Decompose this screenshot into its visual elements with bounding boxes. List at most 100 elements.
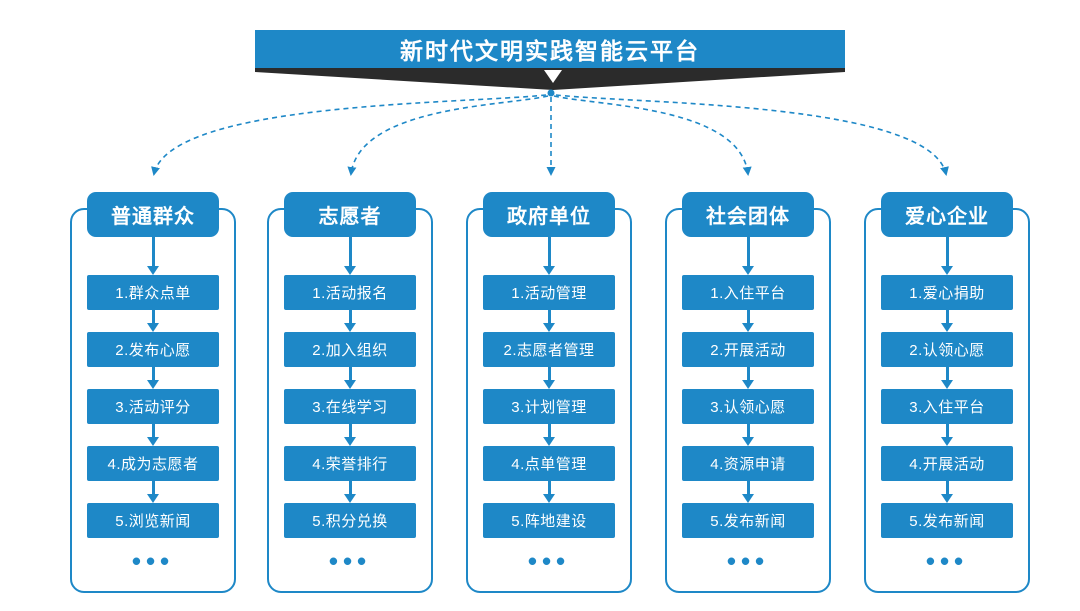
page-title-banner: 新时代文明实践智能云平台 <box>255 30 845 68</box>
arrow-stem <box>746 367 750 380</box>
down-arrow-icon <box>543 310 555 332</box>
arrow-stem <box>945 310 949 323</box>
flow-step: 1.群众点单 <box>87 275 219 310</box>
column-header: 社会团体 <box>682 192 814 237</box>
flow-step: 2.发布心愿 <box>87 332 219 367</box>
down-arrow-icon <box>941 237 953 275</box>
flow-step: 3.计划管理 <box>483 389 615 424</box>
flow-step: 2.志愿者管理 <box>483 332 615 367</box>
arrow-head <box>147 323 159 332</box>
down-arrow-icon <box>742 237 754 275</box>
arrow-stem <box>945 424 949 437</box>
arrow-stem <box>746 424 750 437</box>
arrow-stem <box>348 237 352 266</box>
flow-step: 5.发布新闻 <box>682 503 814 538</box>
arrow-head <box>941 437 953 446</box>
fan-origin-dot <box>547 89 555 97</box>
flow-step: 5.浏览新闻 <box>87 503 219 538</box>
ellipsis-more: ••• <box>527 546 571 576</box>
arrow-head <box>147 266 159 275</box>
arrow-stem <box>151 424 155 437</box>
arrow-head <box>742 323 754 332</box>
arrow-stem <box>151 237 155 266</box>
down-arrow-icon <box>543 237 555 275</box>
down-arrow-icon <box>147 310 159 332</box>
flow-step: 4.资源申请 <box>682 446 814 481</box>
arrow-head <box>147 494 159 503</box>
arrow-head <box>941 266 953 275</box>
flow-step: 1.活动管理 <box>483 275 615 310</box>
arrow-head <box>543 494 555 503</box>
flow-step: 1.入住平台 <box>682 275 814 310</box>
down-arrow-icon <box>543 367 555 389</box>
arrow-stem <box>348 367 352 380</box>
arrow-stem <box>151 481 155 494</box>
title-pointer-icon <box>544 70 562 83</box>
column-header: 爱心企业 <box>881 192 1013 237</box>
arrow-stem <box>547 367 551 380</box>
down-arrow-icon <box>344 481 356 503</box>
arrow-stem <box>746 481 750 494</box>
arrow-head <box>543 380 555 389</box>
flow-step: 2.认领心愿 <box>881 332 1013 367</box>
down-arrow-icon <box>344 367 356 389</box>
ellipsis-more: ••• <box>328 546 372 576</box>
column-caring-enterprise: 爱心企业 1.爱心捐助 2.认领心愿 3.入住平台 4.开展活动 5.发布新闻 ••• <box>864 192 1030 593</box>
flow-step: 2.开展活动 <box>682 332 814 367</box>
flow-step: 4.荣誉排行 <box>284 446 416 481</box>
arrow-stem <box>945 237 949 266</box>
dashed-connector-col1 <box>151 94 547 176</box>
down-arrow-icon <box>147 367 159 389</box>
flow-step: 4.点单管理 <box>483 446 615 481</box>
arrow-head <box>344 494 356 503</box>
flow-step: 3.入住平台 <box>881 389 1013 424</box>
column-header: 普通群众 <box>87 192 219 237</box>
dashed-connector-col5 <box>555 94 949 176</box>
arrow-stem <box>547 481 551 494</box>
arrow-head <box>147 380 159 389</box>
arrow-stem <box>151 310 155 323</box>
flow-step: 5.发布新闻 <box>881 503 1013 538</box>
flow-step: 1.活动报名 <box>284 275 416 310</box>
arrow-head <box>543 437 555 446</box>
flow-step: 1.爱心捐助 <box>881 275 1013 310</box>
arrow-stem <box>945 367 949 380</box>
down-arrow-icon <box>344 237 356 275</box>
arrow-stem <box>348 424 352 437</box>
flow-step: 3.在线学习 <box>284 389 416 424</box>
flow-step: 3.认领心愿 <box>682 389 814 424</box>
down-arrow-icon <box>543 424 555 446</box>
down-arrow-icon <box>941 310 953 332</box>
arrow-stem <box>945 481 949 494</box>
flow-step: 2.加入组织 <box>284 332 416 367</box>
arrow-head <box>543 266 555 275</box>
down-arrow-icon <box>344 424 356 446</box>
down-arrow-icon <box>147 237 159 275</box>
down-arrow-icon <box>941 367 953 389</box>
arrow-stem <box>348 481 352 494</box>
arrow-stem <box>746 310 750 323</box>
arrow-head <box>742 380 754 389</box>
arrow-head <box>941 380 953 389</box>
ellipsis-more: ••• <box>925 546 969 576</box>
flow-step: 4.开展活动 <box>881 446 1013 481</box>
arrow-head <box>344 437 356 446</box>
dashed-connector-col4 <box>553 95 752 176</box>
arrow-stem <box>547 310 551 323</box>
arrow-stem <box>348 310 352 323</box>
arrow-head <box>941 494 953 503</box>
arrow-head <box>742 494 754 503</box>
down-arrow-icon <box>742 310 754 332</box>
flow-step: 3.活动评分 <box>87 389 219 424</box>
arrow-stem <box>547 237 551 266</box>
arrow-head <box>941 323 953 332</box>
arrow-head <box>147 437 159 446</box>
arrow-stem <box>547 424 551 437</box>
flow-step: 5.阵地建设 <box>483 503 615 538</box>
